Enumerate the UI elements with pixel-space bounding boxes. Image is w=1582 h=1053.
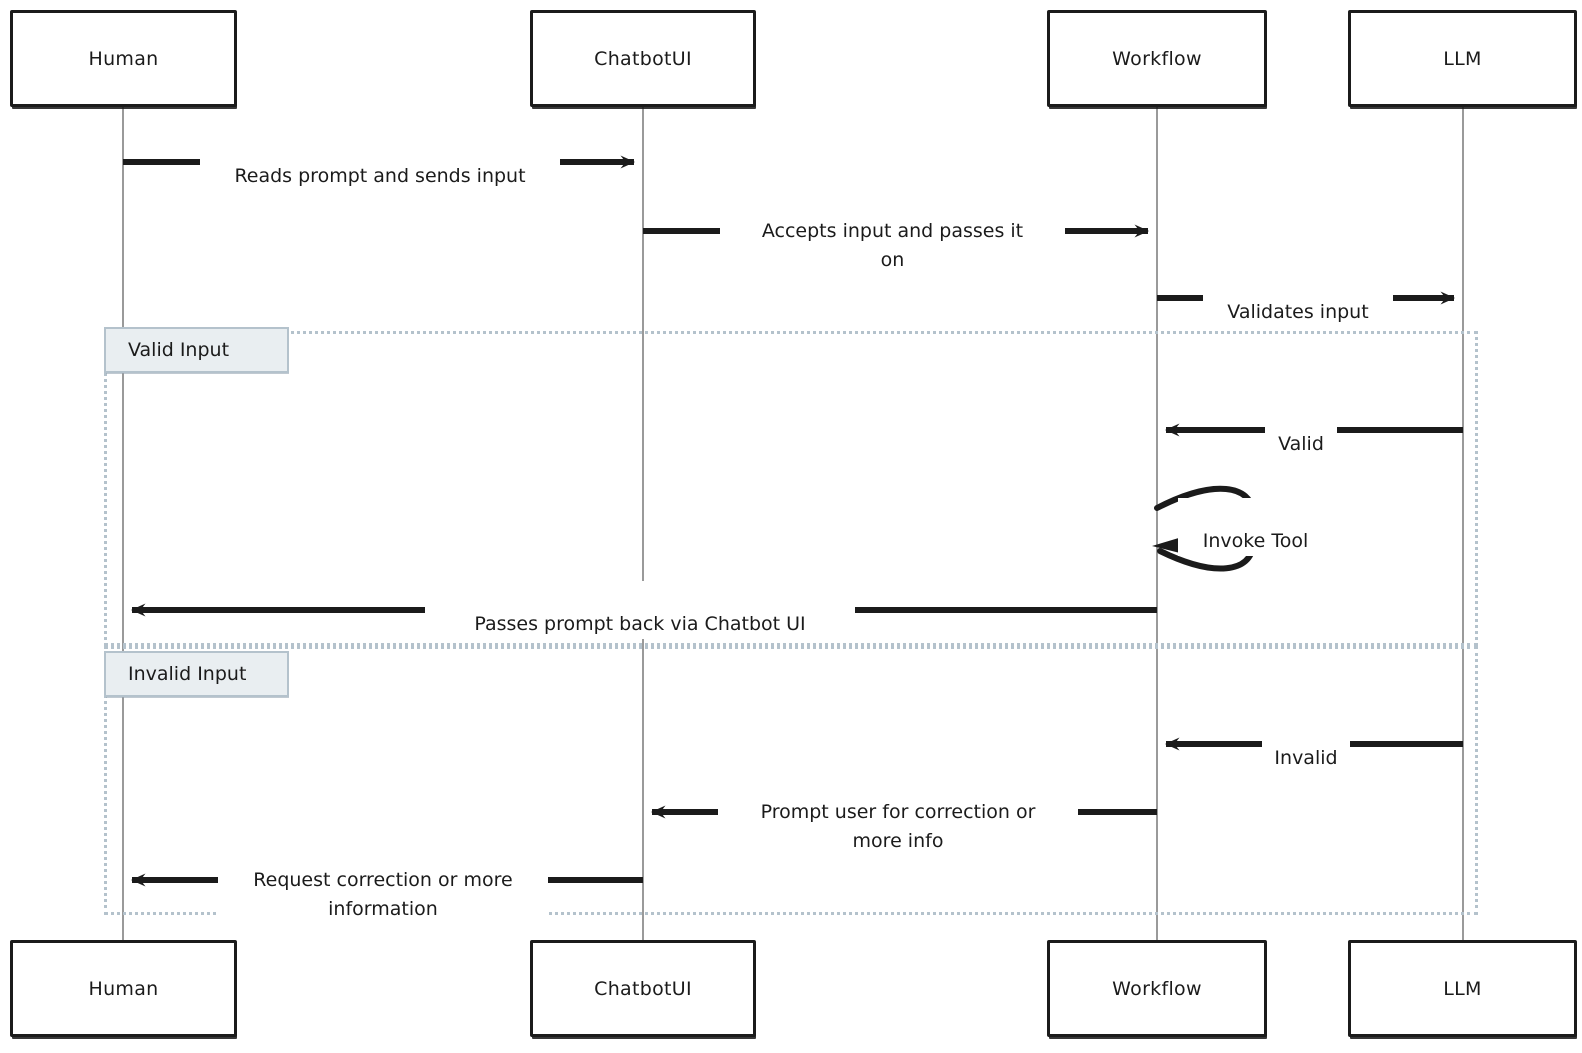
message-text-m1: Reads prompt and sends input	[234, 165, 526, 187]
message-label-m9: Request correction or more information	[218, 836, 548, 924]
frame-label-invalid-input-text: Invalid Input	[128, 663, 247, 685]
actor-box-workflow[interactable]: Workflow	[1047, 10, 1267, 107]
message-text-m5: Invoke Tool	[1202, 530, 1309, 552]
actor-box-chatbotui[interactable]: ChatbotUI	[530, 10, 756, 107]
actor-box-llm[interactable]: LLM	[1348, 10, 1577, 107]
actor-label-human-bottom: Human	[88, 977, 159, 1000]
actor-box-human-bottom[interactable]: Human	[10, 940, 237, 1037]
actor-label-human: Human	[88, 47, 159, 70]
message-label-m7: Invalid	[1262, 715, 1350, 773]
actor-label-workflow: Workflow	[1112, 47, 1202, 70]
frame-label-invalid-input: Invalid Input	[104, 651, 289, 697]
message-label-m3: Validates input	[1203, 269, 1393, 327]
actor-label-llm-bottom: LLM	[1443, 977, 1482, 1000]
actor-label-workflow-bottom: Workflow	[1112, 977, 1202, 1000]
frame-label-valid-input: Valid Input	[104, 327, 289, 373]
message-label-m4: Valid	[1265, 401, 1337, 459]
message-label-m6: Passes prompt back via Chatbot UI	[425, 581, 855, 639]
message-label-m5: Invoke Tool	[1178, 498, 1333, 556]
message-text-m3: Validates input	[1227, 301, 1369, 323]
message-label-m2: Accepts input and passes it on	[720, 187, 1065, 275]
message-text-m2: Accepts input and passes it on	[761, 219, 1024, 271]
message-text-m7: Invalid	[1274, 747, 1338, 769]
actor-label-chatbotui-bottom: ChatbotUI	[594, 977, 692, 1000]
actor-box-human[interactable]: Human	[10, 10, 237, 107]
lifelines	[122, 107, 1464, 940]
actor-box-chatbotui-bottom[interactable]: ChatbotUI	[530, 940, 756, 1037]
message-text-m9: Request correction or more information	[253, 868, 513, 920]
frame-label-valid-input-text: Valid Input	[128, 339, 230, 361]
actor-box-workflow-bottom[interactable]: Workflow	[1047, 940, 1267, 1037]
message-text-m6: Passes prompt back via Chatbot UI	[474, 613, 806, 635]
actor-label-llm: LLM	[1443, 47, 1482, 70]
message-label-m1: Reads prompt and sends input	[200, 133, 560, 191]
actor-label-chatbotui: ChatbotUI	[594, 47, 692, 70]
actor-box-llm-bottom[interactable]: LLM	[1348, 940, 1577, 1037]
message-text-m8: Prompt user for correction or more info	[760, 800, 1036, 852]
message-text-m4: Valid	[1278, 433, 1324, 455]
message-label-m8: Prompt user for correction or more info	[718, 768, 1078, 856]
